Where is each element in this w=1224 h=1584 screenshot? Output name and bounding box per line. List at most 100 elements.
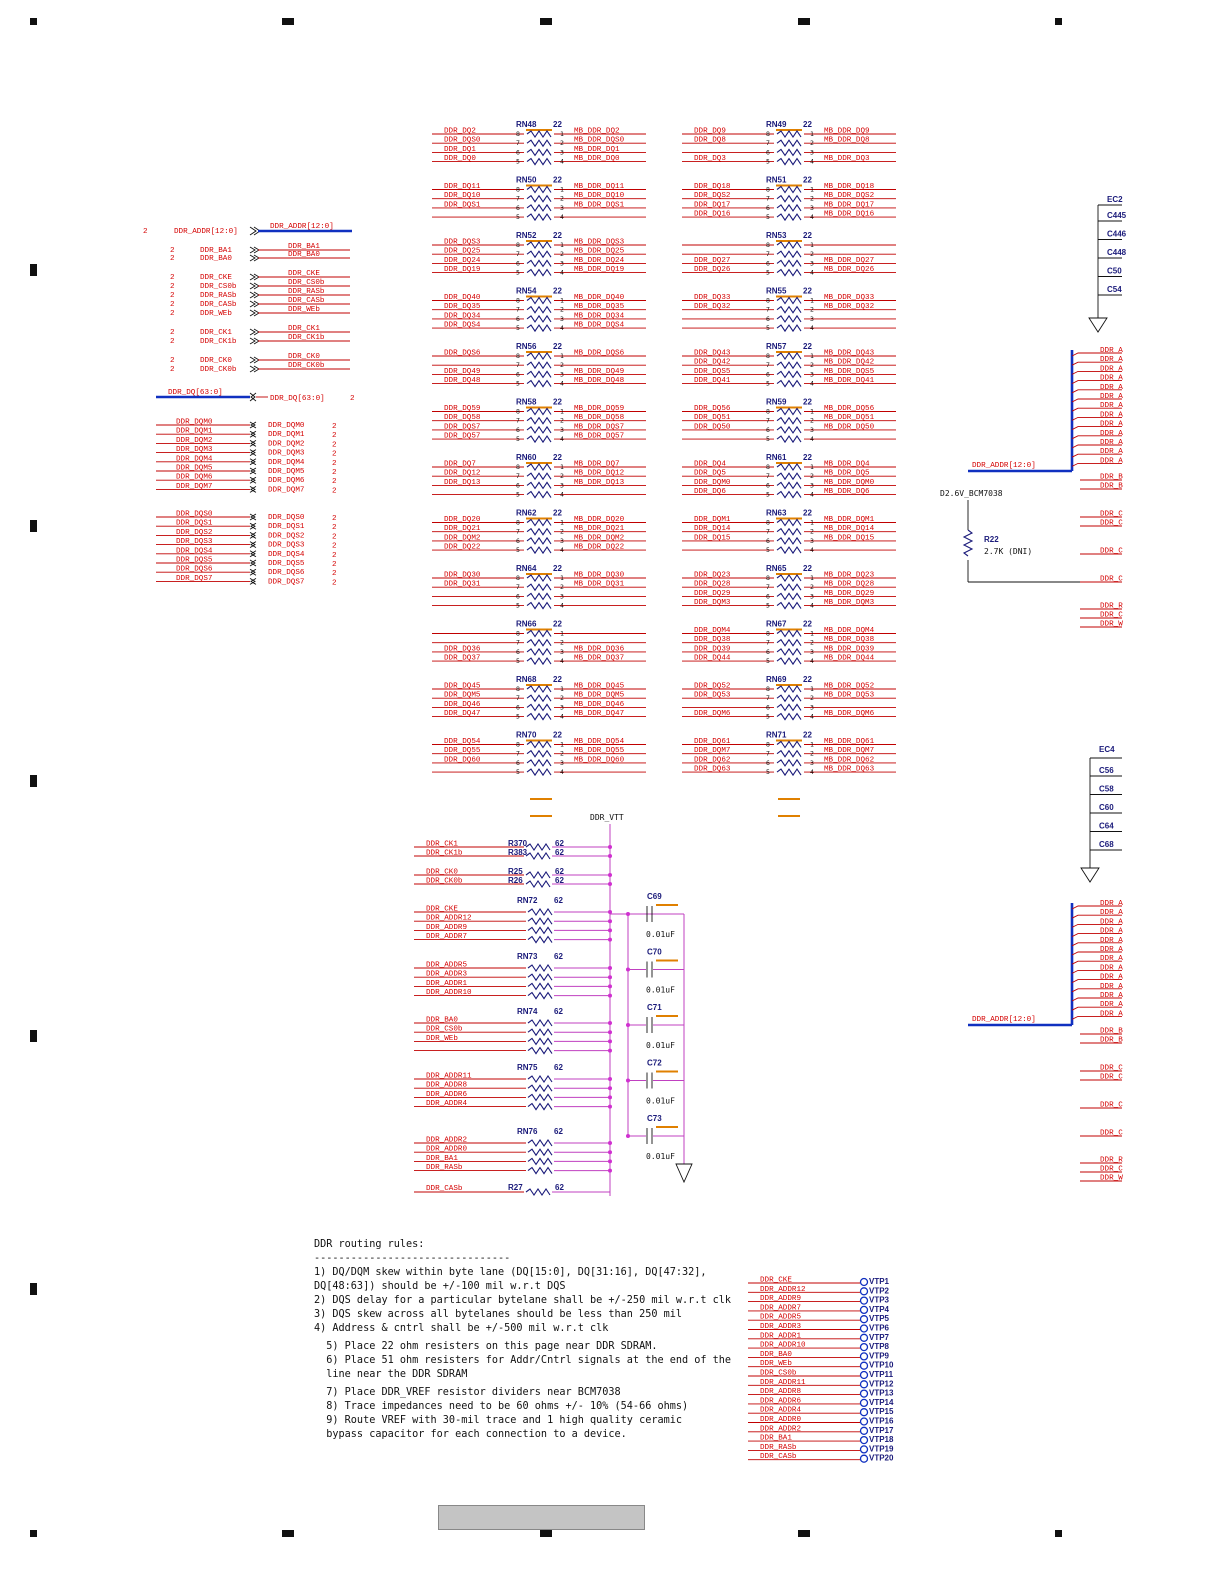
rn-value: 22 [803,675,812,684]
svg-text:7: 7 [766,528,770,536]
svg-text:2: 2 [560,195,564,203]
term-pack-ref: RN75 [517,1063,538,1072]
svg-text:5: 5 [516,380,520,388]
rn-value: 22 [803,176,812,185]
addr-bus-label-out: DDR_ADDR[12:0] [270,223,334,231]
rn-net-out: MB_DDR_DQ17 [824,201,874,209]
rn-net-in: DDR_DQ57 [444,433,480,441]
dqs-net-in: DDR_DQS3 [176,538,213,546]
tp-net: DDR_ADDR4 [760,1407,801,1415]
svg-text:3: 3 [810,648,814,656]
dqm-net-in: DDR_DQM0 [176,419,213,427]
term-pack-value: 62 [554,952,563,961]
svg-text:4: 4 [560,602,564,610]
rn-value: 22 [803,287,812,296]
right-fanout-net: DDR_A [1100,928,1123,936]
tp-net: DDR_ADDR10 [760,1342,806,1350]
svg-text:8: 8 [516,741,520,749]
note-line: 1) DQ/DQM skew within byte lane (DQ[15:0… [314,1267,707,1278]
svg-text:2: 2 [560,694,564,702]
svg-text:2: 2 [560,639,564,647]
svg-text:7: 7 [516,139,520,147]
svg-text:1: 1 [560,630,564,638]
rn-net-in: DDR_DQ52 [694,683,731,691]
notes-title: DDR routing rules: [314,1239,425,1250]
rn-ref: RN68 [516,675,537,684]
tp-net: DDR_ADDR12 [760,1286,806,1294]
tp-ref: VTP6 [869,1324,890,1333]
rn-net-in: DDR_DQ37 [444,655,480,663]
tp-net: DDR_ADDR5 [760,1314,801,1322]
svg-text:2: 2 [810,195,814,203]
right-addr-bus-top: DDR_ADDR[12:0] [972,462,1036,470]
svg-text:8: 8 [766,408,770,416]
tp-ref: VTP16 [869,1417,894,1426]
term-pack-net: DDR_ADDR5 [426,962,467,970]
rn-net-in: DDR_DQ16 [694,211,731,219]
rn-net-in: DDR_DQ14 [694,525,731,533]
dqm-net-in: DDR_DQM5 [176,465,213,473]
term-pack-ref: RN74 [517,1007,538,1016]
svg-text:7: 7 [516,417,520,425]
svg-text:7: 7 [516,583,520,591]
rn-net-in: DDR_DQ38 [694,636,731,644]
ctrl-sheet-ref: 2 [170,292,175,300]
rn-net-in: DDR_DQ13 [444,479,481,487]
svg-text:6: 6 [766,592,770,600]
rn-net-in: DDR_DQ34 [444,312,481,320]
cap-value: 0.01uF [646,1041,675,1050]
svg-text:2: 2 [810,472,814,480]
svg-text:3: 3 [560,426,564,434]
rn-net-out: MB_DDR_DQ20 [574,516,625,524]
ctrl-net-out: DDR_CK0 [288,353,320,361]
svg-text:7: 7 [766,750,770,758]
addr-bus-label-in: DDR_ADDR[12:0] [174,228,238,236]
term-pack-net: DDR_WEb [426,1035,458,1043]
ctrl-sheet-ref: 2 [170,247,175,255]
sheet-ref: 2 [332,460,337,468]
svg-text:1: 1 [810,297,814,305]
rn-ref: RN53 [766,231,787,240]
right-fanout-net: DDR_A [1100,365,1123,373]
svg-text:7: 7 [516,361,520,369]
dq-bus-label-out: DDR_DQ[63:0] [270,395,325,403]
dqm-net-out: DDR_DQM1 [268,431,305,439]
svg-text:4: 4 [810,380,814,388]
rn-net-out: MB_DDR_DQ41 [824,377,875,385]
right-fanout-net: DDR_A [1100,439,1123,447]
tp-net: DDR_ADDR2 [760,1425,801,1433]
right-fanout-net: DDR_A [1100,918,1123,926]
rn-net-in: DDR_DQ55 [444,747,481,755]
rn-ref: RN62 [516,509,537,518]
sheet-ref: 2 [332,441,337,449]
rn-net-in: DDR_DQ1 [444,146,476,154]
rn-net-out: MB_DDR_DQ63 [824,766,875,774]
svg-text:4: 4 [560,213,564,221]
rn-net-in: DDR_DQ59 [444,405,481,413]
rn-net-out: MB_DDR_DQ60 [574,756,625,764]
term-pack-net: DDR_ADDR7 [426,933,467,941]
right-net: DDR_W [1100,621,1123,629]
rn-net-in: DDR_DQ25 [444,248,481,256]
term-pack-net: DDR_ADDR3 [426,971,467,979]
svg-text:5: 5 [516,768,520,776]
right-net: DDR_C [1100,1102,1123,1110]
ctrl-sheet-ref: 2 [170,357,175,365]
rn-net-out: MB_DDR_DQS4 [574,322,625,330]
svg-text:4: 4 [810,435,814,443]
rn-value: 22 [553,398,562,407]
svg-text:1: 1 [560,408,564,416]
rn-net-out: MB_DDR_DQ54 [574,738,625,746]
rn-net-out: MB_DDR_DQ33 [824,294,875,302]
ctrl-sheet-ref: 2 [170,283,175,291]
tp-ref: VTP15 [869,1407,894,1416]
rn-ref: RN48 [516,120,537,129]
sheet-ref: 2 [332,543,337,551]
right-fanout-net: DDR_A [1100,448,1123,456]
svg-text:7: 7 [516,306,520,314]
rn-net-in: DDR_DQ29 [694,590,731,598]
